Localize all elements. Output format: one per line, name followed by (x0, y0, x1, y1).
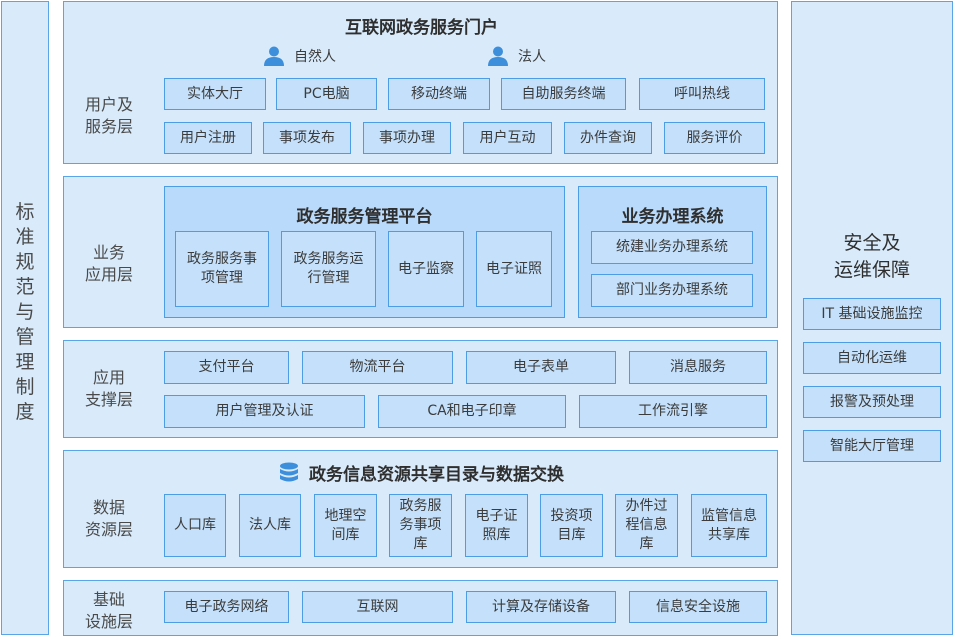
layer-label-support: 应用支撑层 (84, 368, 133, 409)
channel-kiosk: 自助服务终端 (501, 78, 626, 110)
business-system-title: 业务办理系统 (621, 207, 724, 227)
infra-compute-storage: 计算及存储设备 (466, 591, 616, 623)
portal-title: 互联网政务服务门户 (345, 18, 498, 38)
person-icon (488, 46, 508, 66)
service-publish: 事项发布 (263, 122, 351, 154)
person-natural: 自然人 (264, 46, 336, 66)
person-icon (264, 46, 284, 66)
application-support-layer: 应用支撑层 支付平台 物流平台 电子表单 消息服务 用户管理及认证 CA和电子印… (63, 340, 778, 438)
security-item-auto-ops: 自动化运维 (803, 342, 941, 374)
business-application-layer: 业务应用层 政务服务管理平台 政务服务事项管理 政务服务运行管理 电子监察 电子… (63, 176, 778, 328)
support-logistics: 物流平台 (302, 351, 453, 384)
support-e-form: 电子表单 (466, 351, 616, 384)
database-icon (280, 462, 298, 481)
security-ops-title-line2: 运维保障 (833, 259, 910, 281)
db-service-matters: 政务服务事项库 (389, 494, 452, 557)
management-platform: 政务服务管理平台 政务服务事项管理 政务服务运行管理 电子监察 电子证照 (164, 186, 565, 318)
layer-label-business: 业务应用层 (84, 243, 133, 284)
support-user-auth: 用户管理及认证 (164, 395, 365, 428)
service-handle: 事项办理 (363, 122, 451, 154)
infra-gov-network: 电子政务网络 (164, 591, 289, 623)
channel-hotline: 呼叫热线 (639, 78, 765, 110)
db-e-license: 电子证照库 (465, 494, 528, 557)
data-resource-layer: 政务信息资源共享目录与数据交换 数据资源层 人口库 法人库 地理空间库 政务服务… (63, 450, 778, 568)
infrastructure-layer: 基础设施层 电子政务网络 互联网 计算及存储设备 信息安全设施 (63, 580, 778, 636)
support-payment: 支付平台 (164, 351, 289, 384)
support-workflow: 工作流引擎 (579, 395, 767, 428)
infra-security: 信息安全设施 (629, 591, 767, 623)
security-item-alarm: 报警及预处理 (803, 386, 941, 418)
infra-internet: 互联网 (302, 591, 453, 623)
channel-mobile: 移动终端 (388, 78, 490, 110)
service-interact: 用户互动 (463, 122, 552, 154)
system-item-unified: 统建业务办理系统 (591, 231, 753, 264)
security-item-it-monitor: IT 基础设施监控 (803, 298, 941, 330)
platform-item-e-license: 电子证照 (476, 231, 552, 307)
management-platform-title: 政务服务管理平台 (296, 207, 433, 227)
channel-pc: PC电脑 (276, 78, 377, 110)
platform-item-supervision: 电子监察 (388, 231, 464, 307)
db-investment: 投资项目库 (540, 494, 603, 557)
system-item-department: 部门业务办理系统 (591, 274, 753, 307)
business-system: 业务办理系统 统建业务办理系统 部门业务办理系统 (578, 186, 767, 318)
layer-label-infra: 基础设施层 (84, 590, 133, 631)
security-ops-title-line1: 安全及 (843, 232, 901, 254)
service-query: 办件查询 (564, 122, 652, 154)
person-legal: 法人 (488, 46, 546, 66)
platform-item-run-mgmt: 政务服务运行管理 (281, 231, 376, 307)
data-layer-header: 政务信息资源共享目录与数据交换 (64, 460, 779, 485)
db-geo-spatial: 地理空间库 (314, 494, 377, 557)
security-ops-column: 安全及 运维保障 IT 基础设施监控 自动化运维 报警及预处理 智能大厅管理 (791, 1, 953, 635)
person-label-legal: 法人 (518, 49, 546, 65)
support-messaging: 消息服务 (629, 351, 767, 384)
person-label-natural: 自然人 (294, 49, 336, 65)
standards-column: 标准规范与管理制度 (1, 1, 49, 635)
db-case-process: 办件过程信息库 (615, 494, 678, 557)
data-layer-title: 政务信息资源共享目录与数据交换 (309, 465, 564, 485)
support-ca-seal: CA和电子印章 (378, 395, 566, 428)
db-supervision-share: 监管信息共享库 (691, 494, 767, 557)
security-item-smart-hall: 智能大厅管理 (803, 430, 941, 462)
service-register: 用户注册 (164, 122, 252, 154)
db-legal-person: 法人库 (239, 494, 301, 557)
layer-label-user: 用户及服务层 (84, 95, 133, 136)
standards-label: 标准规范与管理制度 (15, 201, 35, 423)
db-population: 人口库 (164, 494, 226, 557)
layer-label-data: 数据资源层 (84, 498, 133, 539)
channel-hall: 实体大厅 (164, 78, 266, 110)
service-evaluate: 服务评价 (664, 122, 765, 154)
user-service-layer: 互联网政务服务门户 自然人 法人 用户及服务层 实体大厅 PC电脑 移动终端 自… (63, 1, 778, 164)
platform-item-matter-mgmt: 政务服务事项管理 (175, 231, 269, 307)
